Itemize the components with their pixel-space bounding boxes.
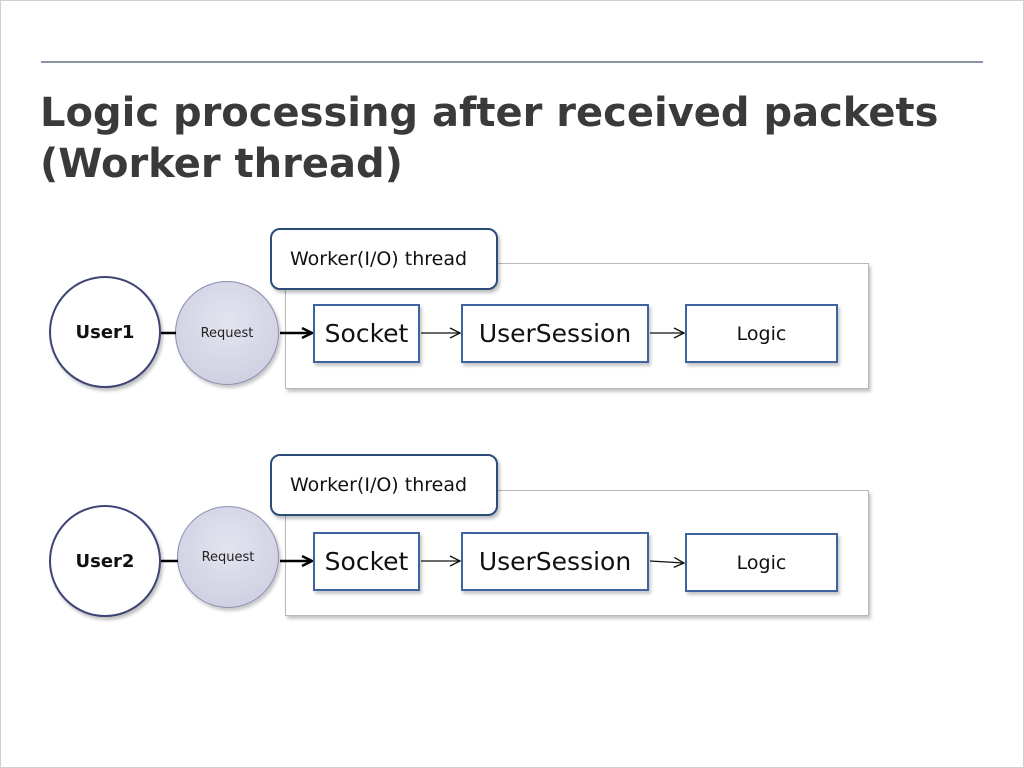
request-label: Request bbox=[201, 549, 255, 565]
logic-box-row1: Logic bbox=[685, 304, 838, 363]
thread-label-text: Worker(I/O) thread bbox=[290, 248, 468, 270]
logic-label: Logic bbox=[736, 322, 787, 345]
socket-box-row2: Socket bbox=[313, 532, 420, 591]
request-node-row1: Request bbox=[175, 281, 279, 385]
thread-label-row1: Worker(I/O) thread bbox=[270, 228, 498, 290]
thread-label-row2: Worker(I/O) thread bbox=[270, 454, 498, 516]
request-label: Request bbox=[200, 325, 254, 341]
socket-label: Socket bbox=[324, 547, 409, 576]
user-label: User2 bbox=[75, 550, 135, 572]
usersession-box-row2: UserSession bbox=[461, 532, 649, 591]
usersession-logic-arrow-row2 bbox=[649, 561, 684, 563]
thread-label-text: Worker(I/O) thread bbox=[290, 474, 468, 496]
socket-label: Socket bbox=[324, 319, 409, 348]
usersession-label: UserSession bbox=[478, 319, 632, 348]
logic-label: Logic bbox=[736, 551, 787, 574]
user-node-row1: User1 bbox=[49, 276, 161, 388]
user-label: User1 bbox=[75, 321, 135, 343]
title-rule bbox=[41, 61, 983, 63]
user-node-row2: User2 bbox=[49, 505, 161, 617]
request-node-row2: Request bbox=[177, 506, 279, 608]
logic-box-row2: Logic bbox=[685, 533, 838, 592]
slide-title: Logic processing after received packets … bbox=[40, 88, 940, 190]
socket-box-row1: Socket bbox=[313, 304, 420, 363]
usersession-box-row1: UserSession bbox=[461, 304, 649, 363]
title-line-2: (Worker thread) bbox=[40, 141, 403, 187]
usersession-label: UserSession bbox=[478, 547, 632, 576]
title-line-1: Logic processing after received packets bbox=[40, 90, 939, 136]
